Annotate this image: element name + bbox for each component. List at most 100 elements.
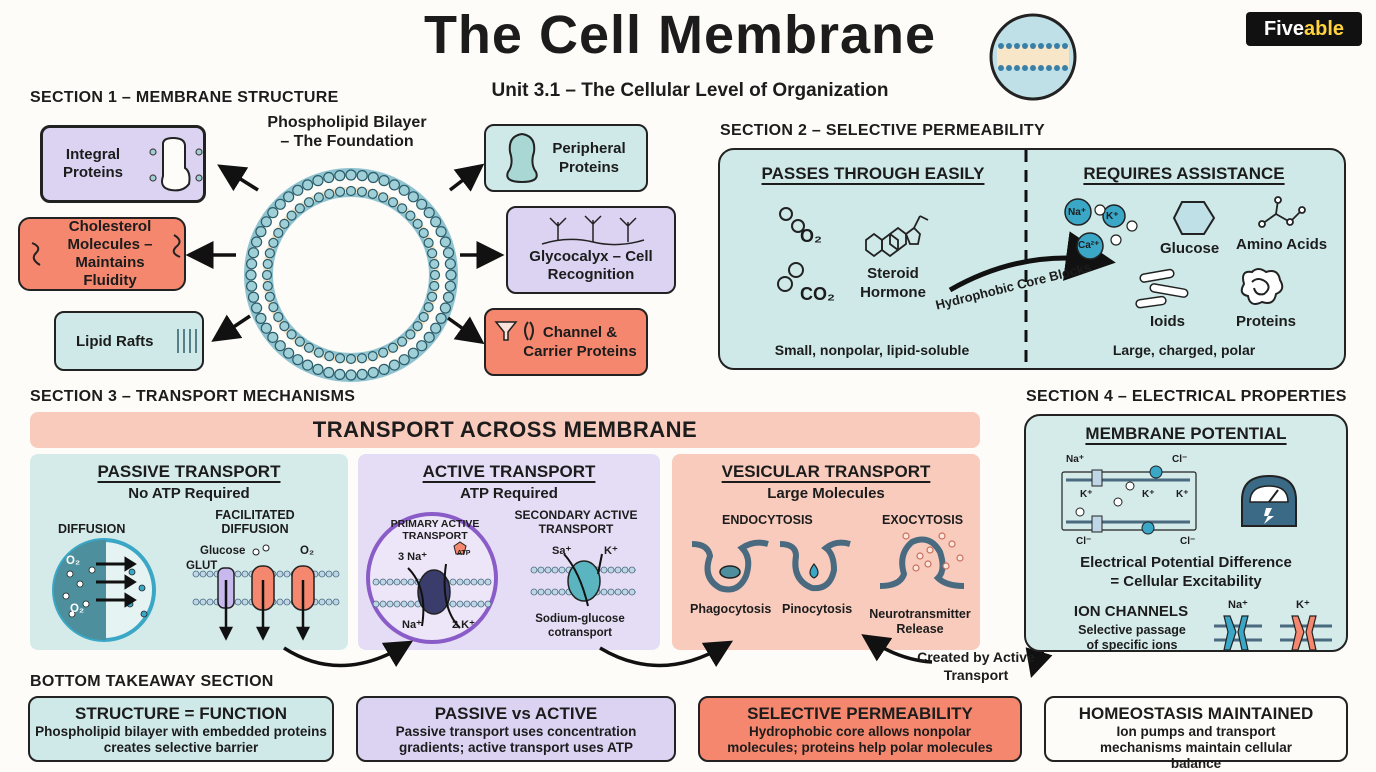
lipid-head xyxy=(276,570,284,578)
active-sub: ATP Required xyxy=(460,485,558,502)
lipid-head xyxy=(423,237,434,248)
co2-molecule-icon xyxy=(777,262,804,292)
integral-protein-icon xyxy=(149,136,203,192)
lipid-head xyxy=(398,354,410,366)
lipid-head xyxy=(429,258,440,270)
takeaway-card-1-title: STRUCTURE = FUNCTION xyxy=(74,704,288,723)
lipid-head xyxy=(416,340,428,352)
neurotransmitter-label: Neurotransmitter Release xyxy=(869,607,971,636)
ions-rods-icon xyxy=(1135,268,1189,309)
lipid-head xyxy=(427,248,438,259)
membrane-potential-diagram xyxy=(1061,465,1197,535)
membrane-potential-title: MEMBRANE POTENTIAL xyxy=(1085,424,1287,443)
diffusion-label: DIFFUSION xyxy=(58,522,126,536)
cotransport-label: Sodium-glucose cotransport xyxy=(535,613,625,639)
lipid-head xyxy=(345,353,357,365)
lipid-head xyxy=(345,169,357,181)
diffusion-o2-top: O₂ xyxy=(66,555,81,567)
requires-caption: Large, charged, polar xyxy=(1112,342,1256,358)
takeaway-card-3: SELECTIVE PERMEABILITY Hydrophobic core … xyxy=(698,696,1022,762)
lipid-head xyxy=(313,192,324,203)
lipid-head xyxy=(262,258,273,270)
facilitated-membrane-diagram xyxy=(192,544,340,641)
ion-channels-text: Selective passage of specific ions xyxy=(1078,623,1186,652)
transport-banner: TRANSPORT ACROSS MEMBRANE xyxy=(30,412,980,448)
bottom-section-label: BOTTOM TAKEAWAY SECTION xyxy=(30,673,274,690)
lipid-head xyxy=(283,570,291,578)
lipid-head xyxy=(378,175,390,187)
lipid-head xyxy=(477,578,485,586)
integral-proteins-label: Integral Proteins xyxy=(62,146,123,181)
lipid-head xyxy=(405,329,416,340)
brand-logo[interactable]: Fiveable xyxy=(1246,12,1362,46)
potential-k-label: K⁺ xyxy=(1080,489,1093,500)
lipid-head xyxy=(388,179,400,191)
bilayer-title: Phospholipid Bilayer – The Foundation xyxy=(222,113,472,151)
lipid-head xyxy=(407,191,419,203)
potential-k-label-2: K⁺ xyxy=(1142,489,1155,500)
lipid-head xyxy=(442,247,455,259)
lipid-head xyxy=(206,598,214,606)
lipid-head xyxy=(345,185,357,197)
lipid-head xyxy=(286,329,297,340)
lipid-head xyxy=(379,578,387,586)
takeaway-card-2-title: PASSIVE vs ACTIVE xyxy=(434,704,598,723)
bilayer-title-line-2: – The Foundation xyxy=(280,133,414,150)
page-subtitle: Unit 3.1 – The Cellular Level of Organiz… xyxy=(491,80,889,101)
passive-title: PASSIVE TRANSPORT xyxy=(97,462,281,481)
lipid-head xyxy=(416,198,428,210)
membrane-circle-icon xyxy=(989,13,1077,101)
lipid-head xyxy=(444,258,456,270)
lipid-head xyxy=(435,312,447,324)
lipid-head xyxy=(356,353,368,364)
lipid-head xyxy=(356,170,368,182)
lipid-head xyxy=(423,331,435,343)
lipid-head xyxy=(427,291,438,302)
lipid-head xyxy=(621,588,629,596)
lipid-head xyxy=(324,351,335,362)
lipid-head xyxy=(477,600,485,608)
lipid-head xyxy=(234,570,242,578)
vesicular-sub: Large Molecules xyxy=(767,485,885,502)
lipid-head xyxy=(449,578,457,586)
lipid-head xyxy=(264,248,275,259)
lipid-head xyxy=(262,280,273,292)
lipid-head xyxy=(378,192,389,203)
lipid-head xyxy=(379,600,387,608)
lipid-head xyxy=(378,363,390,375)
lipid-head xyxy=(558,588,566,596)
lipid-head xyxy=(439,302,451,314)
lipid-head xyxy=(323,171,335,184)
permeability-divider xyxy=(1024,150,1028,368)
lipid-head xyxy=(551,588,559,596)
lipid-head xyxy=(614,566,622,574)
lipid-head xyxy=(356,186,368,197)
lipid-head xyxy=(600,588,608,596)
lipid-head xyxy=(484,578,492,586)
sa-label: Sa⁺ xyxy=(552,545,572,557)
amino-acids-label: Amino Acids xyxy=(1236,236,1328,253)
takeaway-card-1: STRUCTURE = FUNCTION Phospholipid bilaye… xyxy=(28,696,334,762)
lipid-head xyxy=(279,321,290,332)
lipid-head xyxy=(313,347,324,358)
lipid-head xyxy=(255,226,267,238)
section-3-label: SECTION 3 – TRANSPORT MECHANISMS xyxy=(30,388,356,405)
ca-ion-label: Ca²⁺ xyxy=(1078,240,1100,251)
ions-label: Ioids xyxy=(1150,313,1186,330)
glycocalyx-label: Glycocalyx – Cell Recognition xyxy=(529,248,653,283)
lipid-head xyxy=(367,188,378,199)
k-ion-label: K⁺ xyxy=(1106,211,1119,222)
lipid-head xyxy=(372,578,380,586)
lipid-head xyxy=(423,302,434,313)
proteins-label: Proteins xyxy=(1236,313,1297,330)
funnel-icon xyxy=(494,321,518,341)
lipid-head xyxy=(445,269,457,281)
potential-caption: Electrical Potential Difference = Cellul… xyxy=(1030,553,1342,591)
lipid-head xyxy=(283,191,295,203)
lipid-head xyxy=(600,566,608,574)
lipid-head xyxy=(273,311,284,323)
lipid-head xyxy=(397,336,408,347)
glut-label: GLUT xyxy=(186,560,218,572)
passes-caption: Small, nonpolar, lipid-soluble xyxy=(774,342,970,358)
